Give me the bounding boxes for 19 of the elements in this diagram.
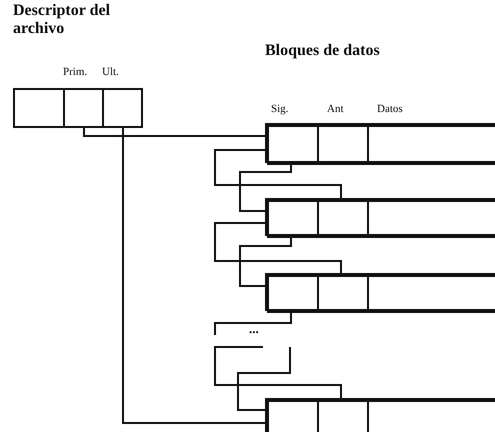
column-heading: Ult. [102,66,119,78]
data-block [265,273,495,311]
column-heading: Prim. [63,66,88,78]
column-heading: Datos [377,103,403,116]
column-heading: Ant [327,103,344,116]
data-cell [367,200,495,238]
ellipsis: ... [249,322,259,336]
data-cell [367,275,495,313]
pointer-cell [317,275,369,313]
pointer-cell [267,400,319,432]
data-block [265,198,495,236]
pointer-cell [267,200,319,238]
column-heading: Sig. [271,103,288,116]
pointer-cell [267,275,319,313]
section-title: Bloques de datos [265,42,380,60]
descriptor-title: Descriptor del archivo [13,2,112,38]
data-block [265,398,495,432]
record-cell [13,88,65,128]
pointer-cell [317,200,369,238]
